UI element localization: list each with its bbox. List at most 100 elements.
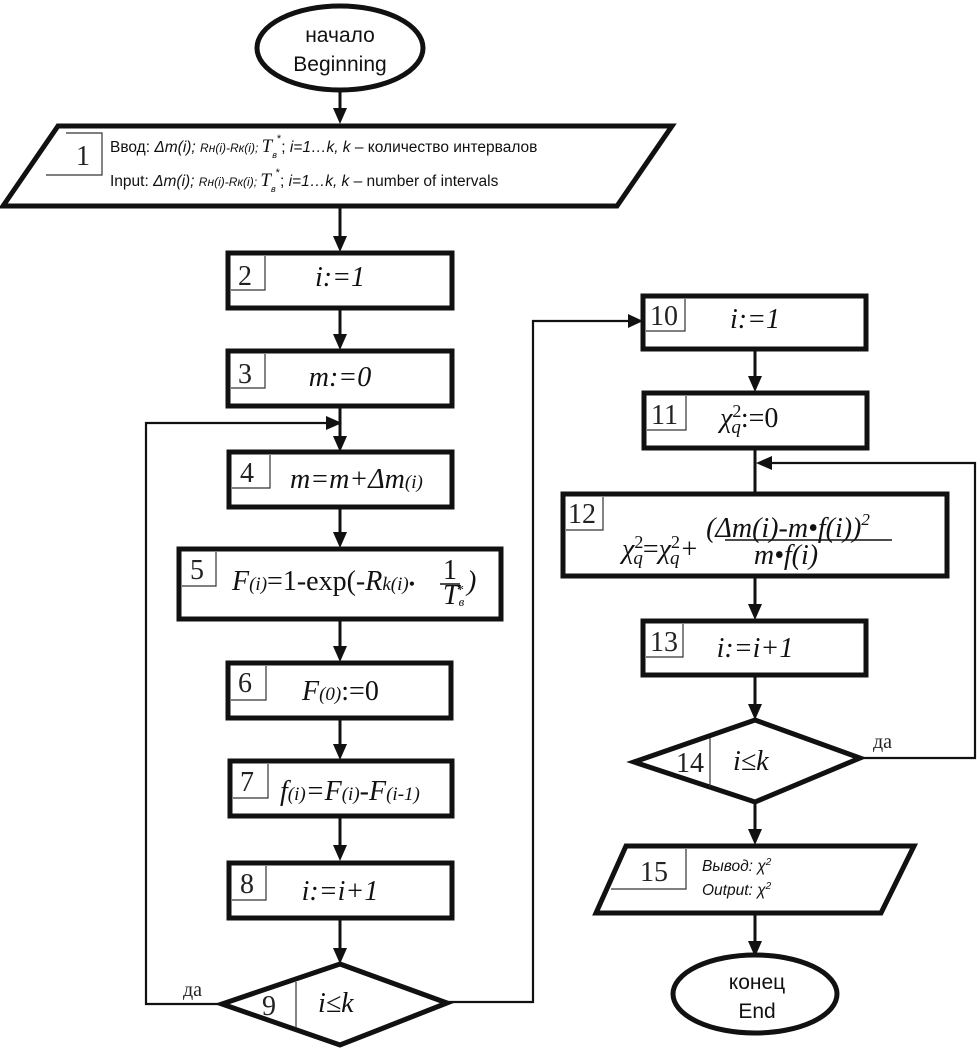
block-10-process: 10 i:=1 — [640, 293, 869, 352]
block-number-box — [231, 354, 266, 389]
block-number-box — [647, 396, 687, 431]
block-number-box — [566, 497, 604, 531]
block-number-box — [231, 666, 267, 701]
block-number-box — [182, 552, 217, 587]
process-box — [640, 618, 869, 678]
block-formula: i:=i+1 — [302, 876, 379, 907]
process-box — [226, 449, 455, 510]
yes-label: да — [873, 731, 892, 753]
block-14-decision: 14 i≤k да — [626, 717, 892, 805]
output-line-en: Output: χ2 — [702, 881, 772, 899]
end-terminator: конец End — [670, 952, 840, 1036]
start-label-ru: начало — [305, 24, 375, 47]
arrowhead-icon — [756, 456, 772, 470]
end-ellipse — [670, 952, 840, 1036]
block-formula: m:=0 — [309, 362, 371, 393]
block-2-process: 2 i:=1 — [225, 250, 455, 311]
output-line-ru: Вывод: χ2 — [702, 857, 772, 875]
arrowhead-icon — [333, 845, 347, 861]
block-number: 11 — [651, 400, 678, 431]
connector-8-to-9 — [333, 918, 347, 964]
input-line-en: Input: Δm(i); Rн(i)-Rк(i); Tв*; i=1…k, k… — [110, 167, 499, 194]
block-5-process: 5 F(i)=1-exp(-Rk(i)• 1 Tв* ) — [176, 546, 504, 622]
yes-label: да — [183, 979, 202, 1001]
connector-10-to-11 — [748, 349, 762, 392]
connector-15-to-end — [748, 913, 762, 957]
block-1-input: 1 Ввод: Δm(i); Rн(i)-Rк(i); Tв*; i=1…k, … — [0, 123, 677, 209]
block-number-box — [46, 132, 103, 176]
close-paren: ) — [465, 566, 476, 597]
connector-start-to-1 — [333, 90, 347, 124]
block-formula: i:=1 — [315, 262, 365, 293]
decision-condition: i≤k — [318, 988, 354, 1019]
fraction-numerator: 1 — [443, 555, 457, 586]
block-formula: i:=1 — [730, 304, 780, 335]
connector-9-yes-loop-to-4 — [144, 416, 342, 1006]
connector-13-to-14 — [748, 675, 762, 720]
connector-3-to-4 — [333, 406, 347, 452]
connector-9-no-to-10 — [447, 314, 643, 1004]
fraction-denominator: m•f(i) — [754, 540, 818, 571]
arrowhead-icon — [333, 948, 347, 964]
connector-1-to-2 — [333, 206, 347, 252]
arrowhead-icon — [628, 314, 643, 328]
fraction-denominator: Tв* — [443, 580, 465, 611]
process-box — [560, 491, 950, 579]
block-13-process: 13 i:=i+1 — [640, 618, 869, 678]
fraction-numerator: (Δm(i)-m•f(i))2 — [706, 510, 870, 544]
block-number: 9 — [262, 991, 276, 1022]
block-number: 10 — [650, 301, 678, 332]
block-4-process: 4 m=m+Δm(i) — [226, 449, 455, 510]
arrowhead-icon — [333, 532, 347, 548]
end-label-ru: конец — [729, 971, 785, 994]
block-6-process: 6 F(0):=0 — [225, 660, 454, 721]
arrowhead-icon — [333, 744, 347, 760]
decision-diamond — [214, 961, 455, 1048]
arrowhead-icon — [748, 704, 762, 720]
block-8-process: 8 i:=i+1 — [226, 860, 455, 921]
arrowhead-icon — [748, 604, 762, 620]
block-number: 13 — [650, 627, 678, 658]
block-number-box — [233, 764, 269, 799]
block-number: 2 — [238, 261, 252, 292]
start-label-en: Beginning — [293, 53, 386, 76]
block-number: 3 — [238, 359, 252, 390]
arrowhead-icon — [326, 416, 342, 430]
arrowhead-icon — [748, 941, 762, 957]
decision-condition: i≤k — [733, 746, 769, 777]
arrowhead-icon — [333, 236, 347, 252]
block-7-process: 7 f(i)=F(i)-F(i-1) — [227, 758, 455, 819]
start-terminator: начало Beginning — [254, 3, 426, 93]
block-number: 7 — [240, 767, 254, 798]
block-formula: i:=i+1 — [717, 633, 794, 664]
block-number: 14 — [676, 748, 704, 779]
block-formula: f(i)=F(i)-F(i-1) — [280, 776, 420, 807]
block-number: 1 — [76, 141, 90, 172]
block-number-box — [646, 624, 684, 658]
connector-2-to-3 — [333, 308, 347, 350]
input-parallelogram — [0, 123, 677, 209]
connector-12-to-13 — [748, 576, 762, 620]
block-number: 5 — [190, 555, 204, 586]
arrowhead-icon — [333, 436, 347, 452]
end-label-en: End — [738, 1000, 775, 1023]
arrowhead-icon — [748, 829, 762, 845]
connector-4-to-5 — [333, 507, 347, 548]
connector-7-to-8 — [333, 816, 347, 861]
block-number-box — [646, 299, 686, 332]
block-3-process: 3 m:=0 — [225, 348, 455, 409]
arrowhead-icon — [333, 108, 347, 124]
input-line-ru: Ввод: Δm(i); Rн(i)-Rк(i); Tв*; i=1…k, k … — [110, 133, 537, 160]
block-15-output: 15 Вывод: χ2 Output: χ2 — [592, 843, 919, 916]
block-number: 15 — [640, 857, 668, 888]
connector-14-to-15 — [748, 802, 762, 845]
arrowhead-icon — [333, 334, 347, 350]
block-formula: F(i)=1-exp(-Rk(i)• — [231, 566, 415, 597]
arrowhead-icon — [748, 376, 762, 392]
connector-5-to-6 — [333, 619, 347, 662]
